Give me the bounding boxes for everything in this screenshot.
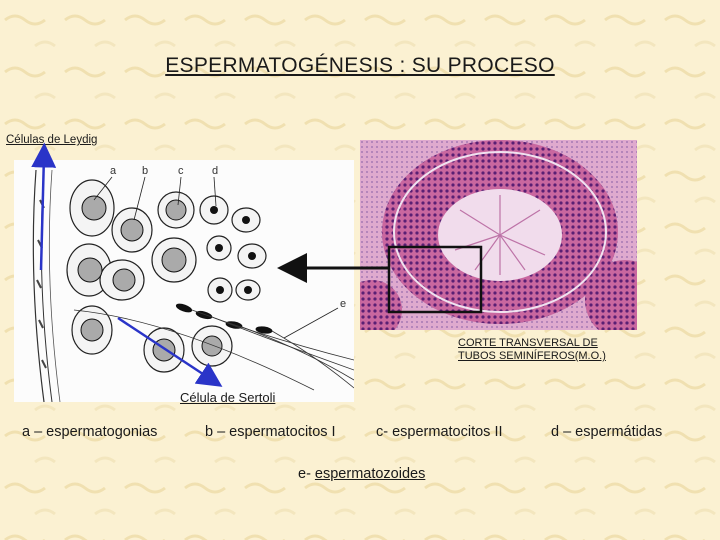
legend-b: b – espermatocitos I <box>205 424 336 440</box>
legend-d: d – espermátidas <box>551 424 663 440</box>
page-title: ESPERMATOGÉNESIS : SU PROCESO <box>165 54 555 77</box>
letter-e: e <box>340 298 346 310</box>
legend-c: c- espermatocitos II <box>376 424 503 440</box>
letter-d: d <box>212 165 218 177</box>
legend-e-prefix: e- <box>298 466 315 482</box>
micrograph-panel <box>342 140 665 340</box>
letter-b: b <box>142 165 148 177</box>
legend-e: e- espermatozoides <box>298 466 425 482</box>
seminiferous-diagram: a b c d e <box>14 160 355 403</box>
legend-a: a – espermatogonias <box>22 424 158 440</box>
corte-line-2: TUBOS SEMINÍFEROS(M.O.) <box>458 350 606 362</box>
letter-c: c <box>178 165 184 177</box>
sertoli-label: Célula de Sertoli <box>180 390 276 405</box>
letter-a: a <box>110 165 117 177</box>
corte-line-1: CORTE TRANSVERSAL DE <box>458 337 598 349</box>
corte-transversal-caption: CORTE TRANSVERSAL DE TUBOS SEMINÍFEROS(M… <box>458 337 606 363</box>
legend-e-word: espermatozoides <box>314 466 426 482</box>
leydig-label: Células de Leydig <box>6 134 98 146</box>
seminiferous-drawing: a b c d e <box>32 165 355 403</box>
seminiferous-micrograph <box>342 140 665 340</box>
